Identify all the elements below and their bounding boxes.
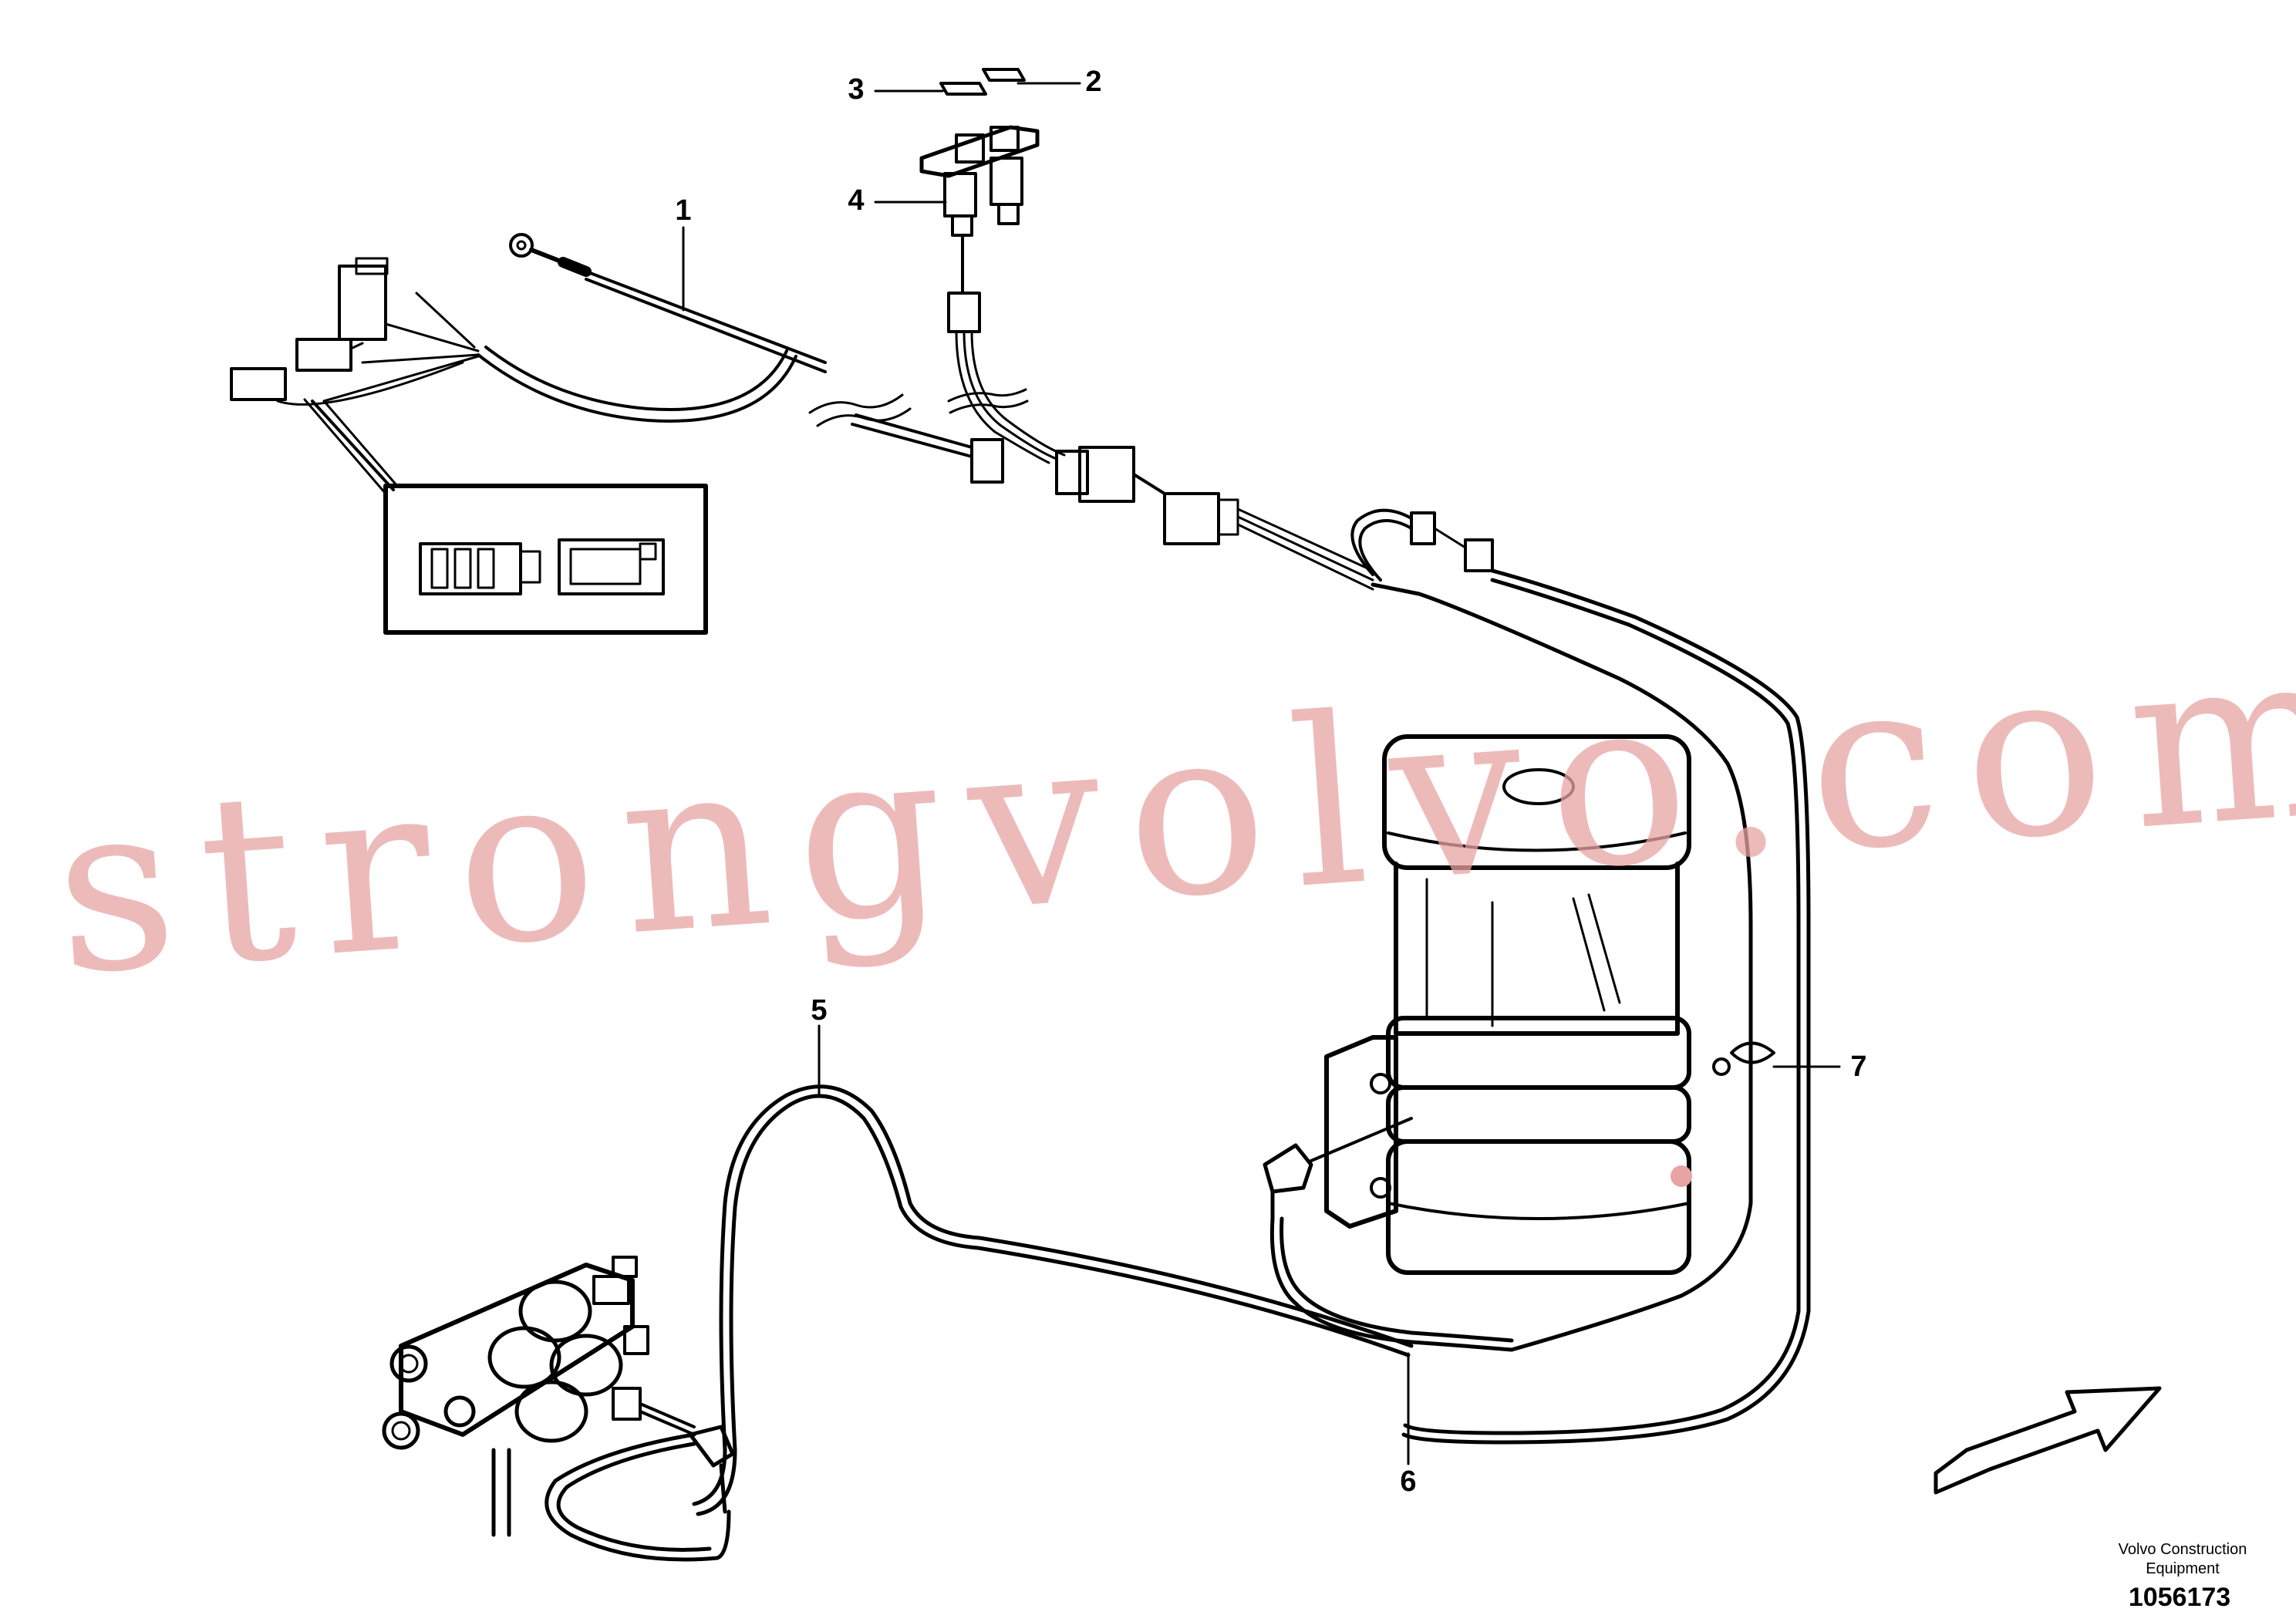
callout-5: 5 <box>811 994 828 1097</box>
callout-6: 6 <box>1400 1352 1417 1498</box>
routed-cable <box>1371 568 1811 1445</box>
wiring-harness <box>230 233 973 495</box>
callout-4: 4 <box>848 184 947 217</box>
forward-direction-arrow-icon <box>1934 1386 2162 1495</box>
grease-hose-6 <box>1269 1216 1514 1352</box>
footer-brand-line1: Volvo Construction <box>2119 1541 2247 1558</box>
callout-7-label: 7 <box>1850 1050 1866 1083</box>
drawing-number: 1056173 <box>2129 1583 2230 1612</box>
callout-2: 2 <box>1017 66 1102 98</box>
callout-3-label: 3 <box>848 73 864 106</box>
rocker-switch-assembly <box>919 68 1066 464</box>
callout-1: 1 <box>675 194 692 312</box>
callout-7: 7 <box>1772 1050 1867 1083</box>
lubrication-distributor <box>382 1256 735 1562</box>
callout-2-label: 2 <box>1085 66 1101 98</box>
callout-4-label: 4 <box>848 184 864 217</box>
grease-hose-5 <box>692 1084 1414 1516</box>
callout-5-label: 5 <box>811 994 827 1027</box>
callout-1-label: 1 <box>675 194 691 227</box>
footer-brand-line2: Equipment <box>2146 1560 2220 1577</box>
callout-3: 3 <box>848 73 944 106</box>
inline-connectors <box>970 438 1494 591</box>
footer: Volvo Construction Equipment 1056173 <box>2119 1541 2247 1612</box>
watermark: strongvolvo.com <box>47 595 2296 1026</box>
connector-detail-inset <box>383 484 708 635</box>
callout-6-label: 6 <box>1400 1465 1416 1498</box>
lubrication-reservoir <box>1263 734 1692 1275</box>
